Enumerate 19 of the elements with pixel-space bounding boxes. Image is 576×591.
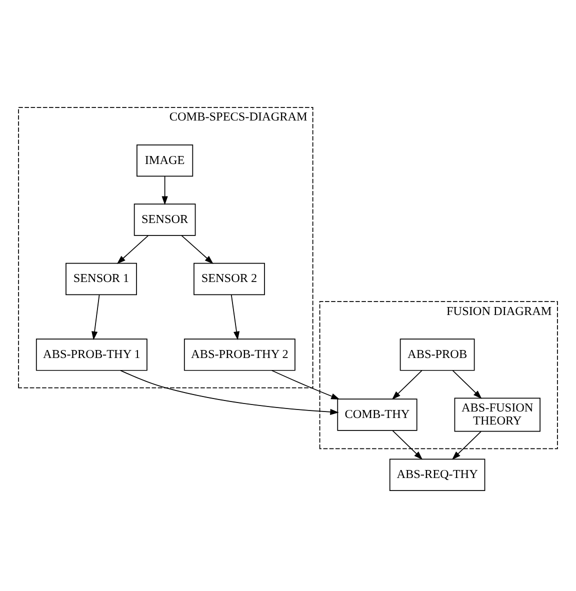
node-box: IMAGE (136, 144, 194, 177)
node-box: ABS-PROB (400, 338, 475, 371)
node-box: ABS-PROB-THY 1 (36, 338, 148, 371)
arrow (162, 176, 168, 206)
node-box: ABS-FUSION THEORY (454, 398, 540, 432)
arrow (452, 431, 482, 460)
arrow (181, 235, 214, 264)
arrow (452, 370, 482, 399)
node-box: ABS-REQ-THY (389, 458, 486, 491)
node-box: COMB-THY (337, 398, 418, 431)
node-box: SENSOR 1 (66, 262, 137, 296)
arrow (230, 294, 240, 340)
node-box: SENSOR 2 (194, 262, 265, 296)
arrow (116, 235, 149, 264)
node-box: SENSOR (134, 204, 196, 236)
node-box: ABS-PROB-THY 2 (184, 338, 296, 371)
arrow (392, 430, 423, 460)
arrow (392, 370, 422, 400)
arrow (92, 294, 100, 340)
